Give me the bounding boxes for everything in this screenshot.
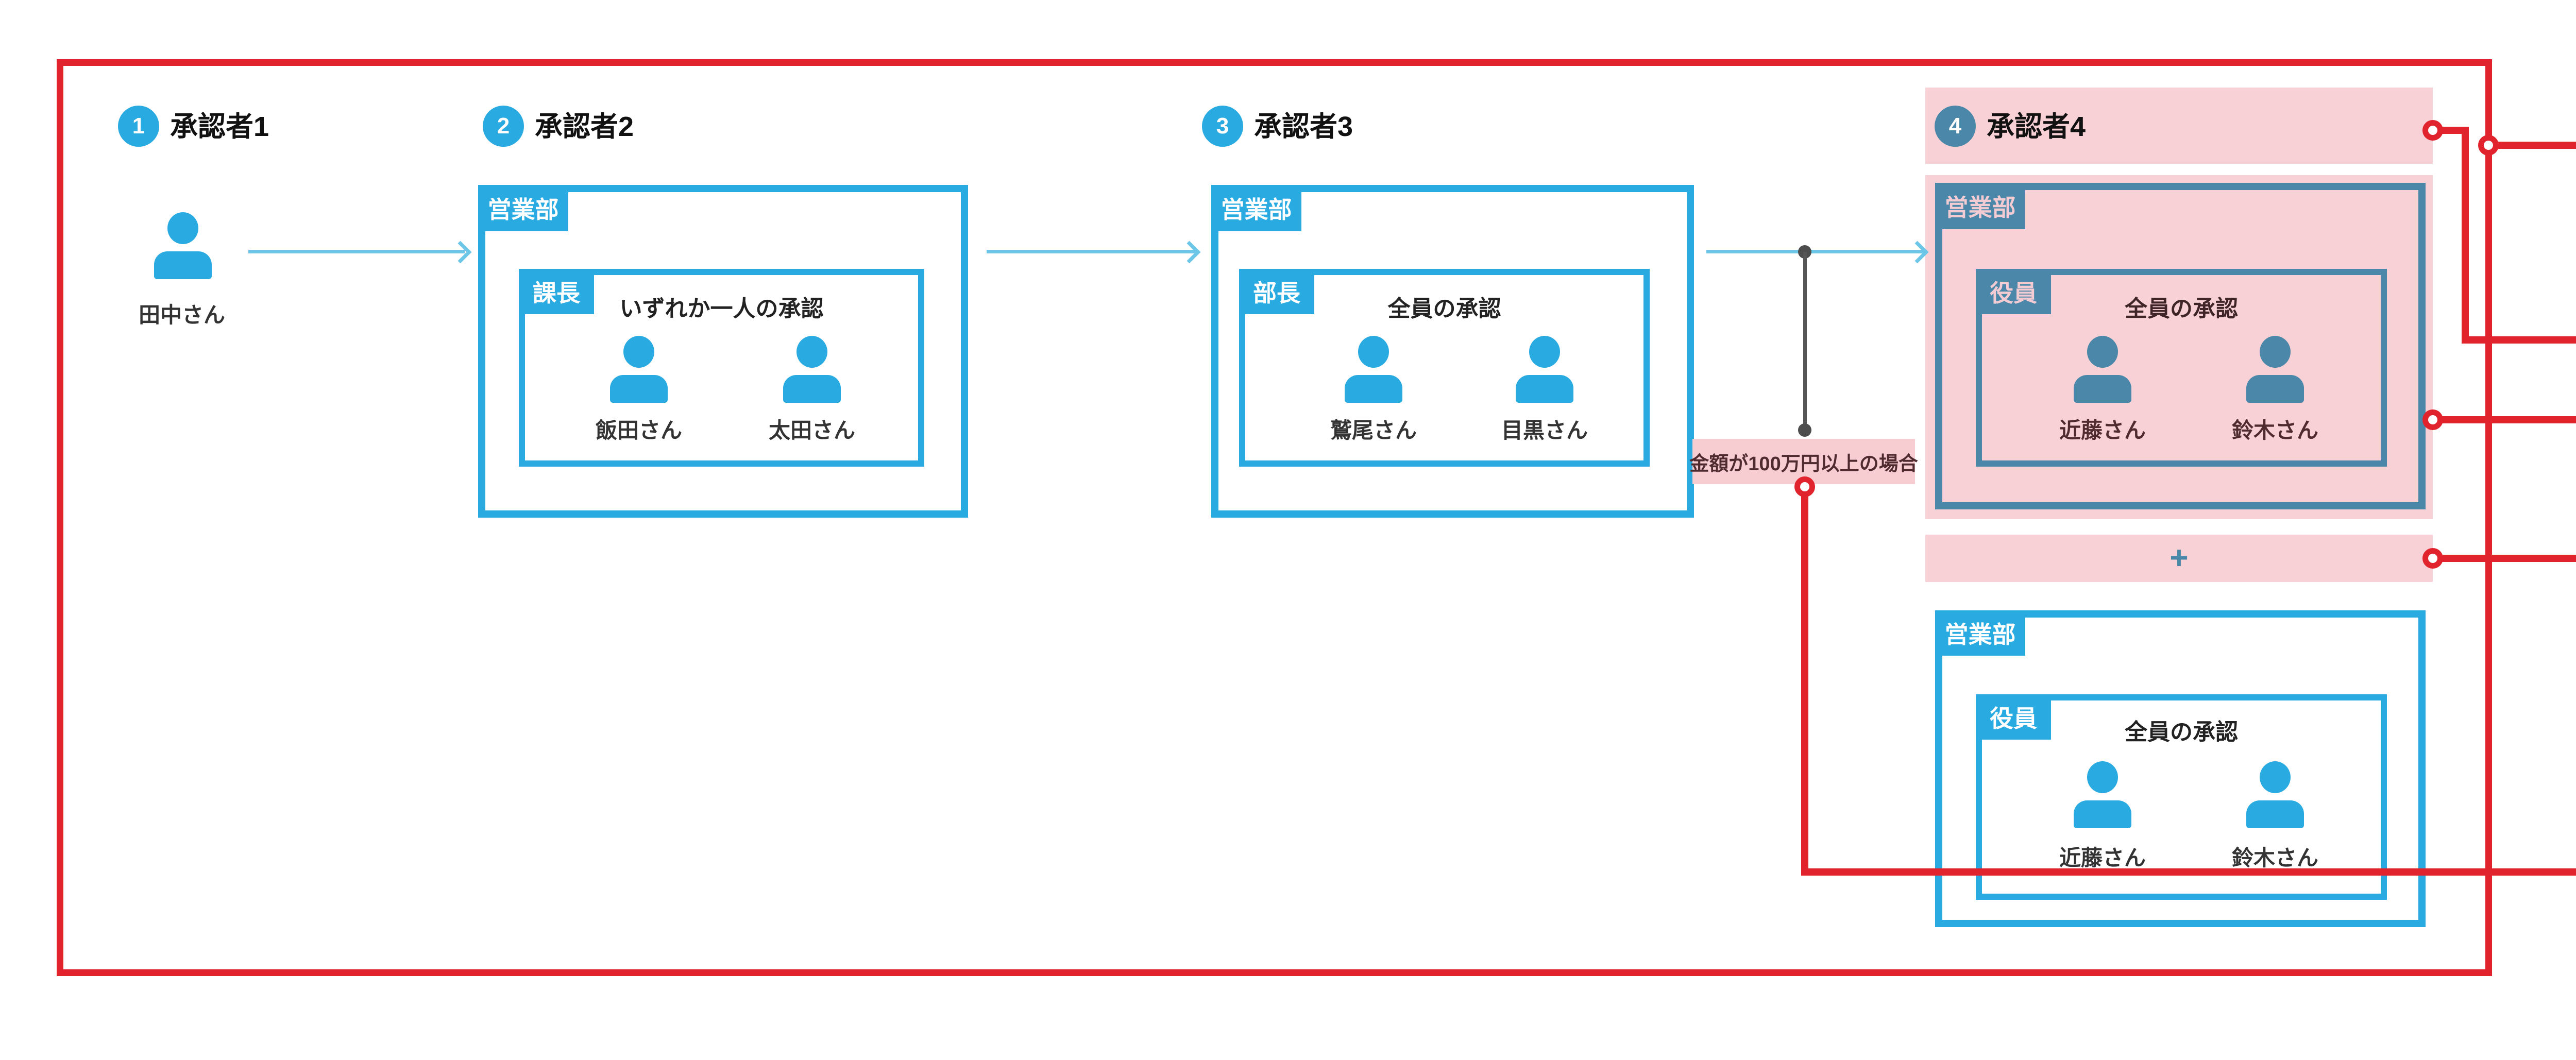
annotation-line-4a xyxy=(2433,555,2576,562)
step4-role-tab-2: 役員 xyxy=(1976,694,2051,740)
annotation-line-5b xyxy=(1801,868,2576,876)
annotation-anchor-5 xyxy=(1794,476,1815,497)
step2-title: 承認者2 xyxy=(535,111,634,142)
flow-arrow-3 xyxy=(1706,250,1927,253)
annotation-anchor-1 xyxy=(2478,135,2499,156)
approver-name: 鈴木さん xyxy=(2231,418,2318,442)
approver-name: 太田さん xyxy=(768,418,855,442)
person-icon xyxy=(783,336,841,403)
approver-name: 近藤さん xyxy=(2059,418,2146,442)
person-icon xyxy=(154,212,212,279)
annotation-line-1 xyxy=(2488,142,2576,149)
step4-department-box xyxy=(1935,183,2426,509)
branch-line xyxy=(1803,252,1807,430)
step3-approval-rule: 全員の承認 xyxy=(1387,296,1501,321)
step4-role-tab: 役員 xyxy=(1976,269,2051,314)
step2-department-tab: 営業部 xyxy=(478,185,568,231)
step3-department-tab: 営業部 xyxy=(1211,185,1301,231)
person-icon xyxy=(2074,761,2131,828)
annotation-anchor-3 xyxy=(2422,409,2443,430)
person-icon xyxy=(2246,336,2304,403)
approver-name: 目黒さん xyxy=(1501,418,1588,442)
approver-name: 近藤さん xyxy=(2059,846,2146,870)
annotation-line-5a xyxy=(1801,487,1808,872)
person-icon xyxy=(610,336,668,403)
step4-role-box xyxy=(1976,269,2387,467)
person-icon xyxy=(2074,336,2131,403)
step4-badge: 4 xyxy=(1935,106,1976,147)
person-icon xyxy=(2246,761,2304,828)
step3-title: 承認者3 xyxy=(1254,111,1353,142)
step4-department-tab-2: 営業部 xyxy=(1935,610,2025,656)
step2-badge: 2 xyxy=(483,106,524,147)
application-flow-frame xyxy=(57,59,2492,976)
annotation-line-3a xyxy=(2433,416,2576,423)
approver-name: 田中さん xyxy=(138,303,225,327)
annotation-anchor-4 xyxy=(2422,548,2443,569)
step1-title: 承認者1 xyxy=(170,111,269,142)
add-parallel-approver-bar[interactable]: + xyxy=(1925,535,2433,582)
approver-name: 鷲尾さん xyxy=(1330,418,1417,442)
annotation-line-2b xyxy=(2462,127,2469,343)
step2-role-tab: 課長 xyxy=(519,269,594,314)
branch-dot-bottom xyxy=(1798,423,1811,437)
person-icon xyxy=(1345,336,1402,403)
step3-role-box xyxy=(1239,269,1650,467)
flow-arrow-1 xyxy=(248,250,465,253)
step4-title-highlight xyxy=(1925,88,2433,164)
person-icon xyxy=(1516,336,1573,403)
step4-approval-rule: 全員の承認 xyxy=(2125,296,2238,321)
step3-badge: 3 xyxy=(1202,106,1243,147)
approver-name: 鈴木さん xyxy=(2231,846,2318,870)
step4-approval-rule-2: 全員の承認 xyxy=(2125,720,2238,745)
plus-icon: + xyxy=(2170,540,2189,576)
step1-badge: 1 xyxy=(118,106,159,147)
step4-title: 承認者4 xyxy=(1987,111,2086,142)
flow-arrow-2 xyxy=(987,250,1198,253)
flow-entry-condition-label: 金額が100万円以上の場合 xyxy=(1689,439,1918,484)
step4-department-tab: 営業部 xyxy=(1935,183,2025,229)
step3-role-tab: 部長 xyxy=(1239,269,1314,314)
approver-name: 飯田さん xyxy=(595,418,682,442)
annotation-line-2c xyxy=(2462,336,2576,344)
annotation-anchor-2 xyxy=(2422,120,2443,141)
step2-approval-rule: いずれか一人の承認 xyxy=(619,296,824,321)
